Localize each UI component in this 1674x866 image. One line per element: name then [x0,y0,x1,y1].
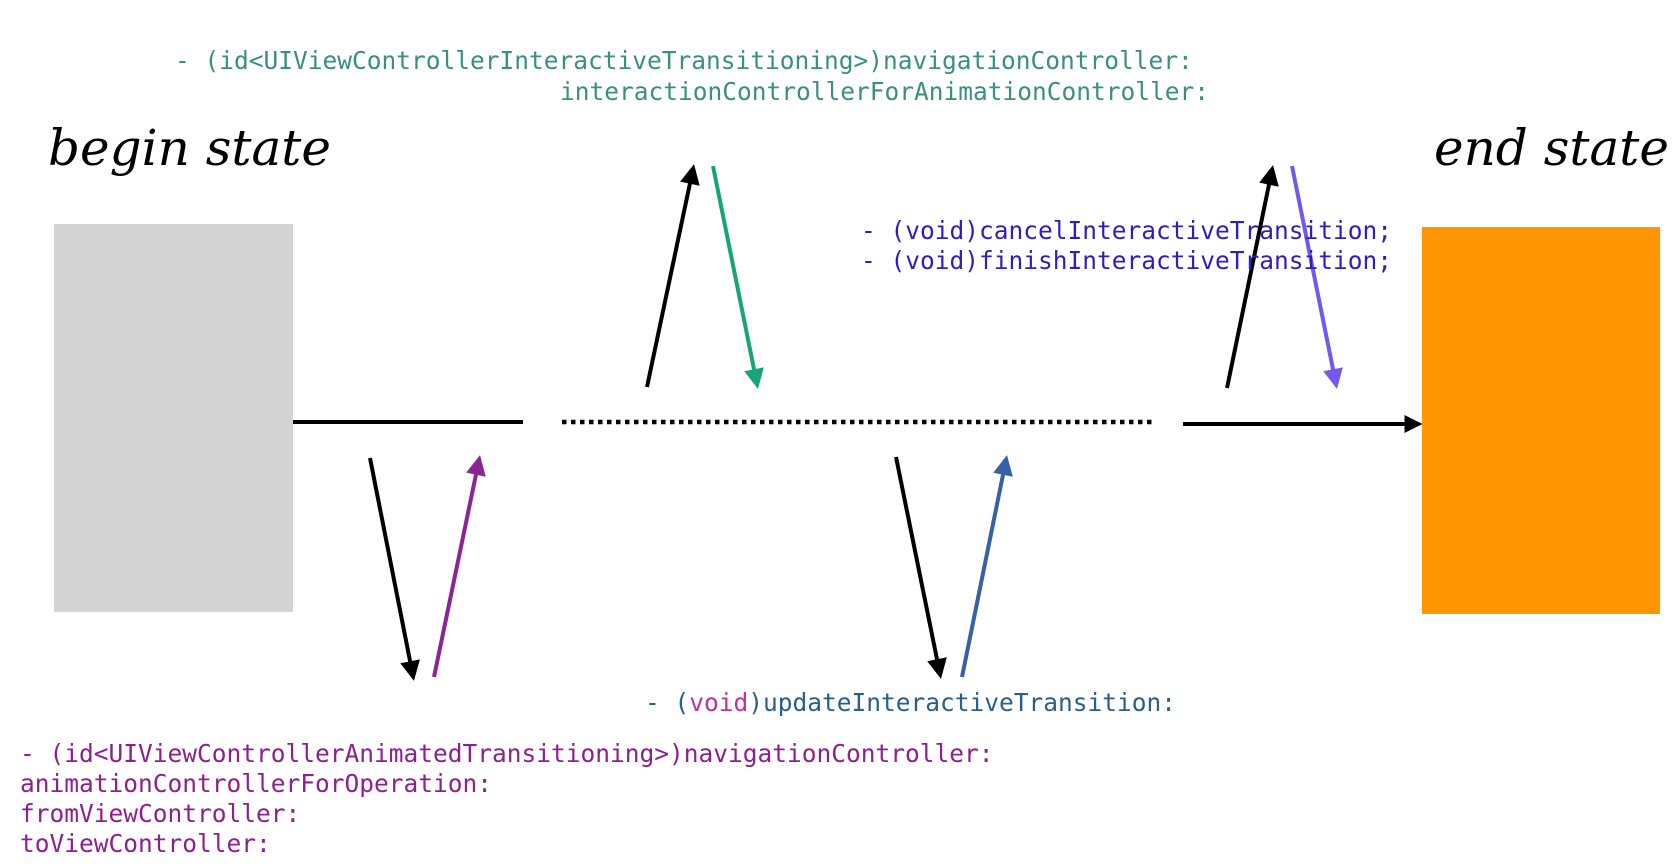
interaction-controller-label-line2: interactionControllerForAnimationControl… [560,77,1210,106]
update-label-prefix: - ( [645,688,690,717]
animation-controller-label-line1: - (id<UIViewControllerAnimatedTransition… [20,739,994,768]
animation-controller-label-line3: fromViewController: [20,799,301,828]
update-request-arrow [894,456,947,679]
end-state-title: end state [1434,119,1669,177]
animation-request-arrow [368,457,420,681]
update-label-suffix: )updateInteractiveTransition: [748,688,1177,717]
update-transition-label: - (void)updateInteractiveTransition: [645,688,1176,718]
finish-transition-label: - (void)finishInteractiveTransition; [861,246,1393,275]
interaction-return-arrow [711,165,764,389]
begin-state-title: begin state [48,119,331,177]
cancel-transition-label: - (void)cancelInteractiveTransition; [861,216,1393,245]
update-label-keyword: void [689,688,749,717]
begin-state-box [54,224,293,612]
animation-return-arrow [432,455,486,678]
update-return-arrow [960,455,1013,678]
animation-controller-label-line2: animationControllerForOperation: [20,769,493,798]
finish-request-arrow [1225,165,1279,389]
end-state-box [1422,227,1660,614]
finish-return-arrow [1290,165,1343,389]
interaction-request-arrow [645,164,700,388]
interaction-controller-label-line1: - (id<UIViewControllerInteractiveTransit… [175,46,1193,75]
animation-controller-label-line4: toViewController: [20,829,271,858]
